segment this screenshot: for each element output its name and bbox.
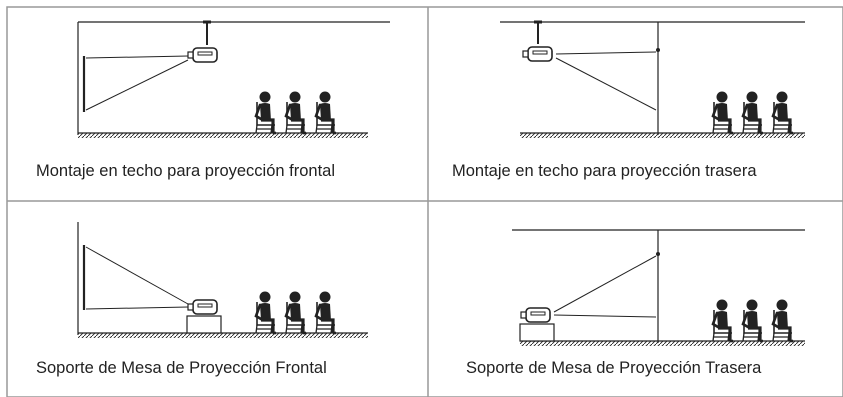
diagram-table-rear [512,229,805,346]
caption-table-rear: Soporte de Mesa de Proyección Trasera [466,359,762,377]
caption-ceiling-rear: Montaje en techo para proyección trasera [452,162,757,180]
audience-icon [256,292,336,334]
caption-ceiling-front: Montaje en techo para proyección frontal [36,162,336,180]
panel-grid-lines [6,6,843,397]
diagram-ceiling-rear [500,20,805,138]
caption-table-front: Soporte de Mesa de Proyección Frontal [36,359,327,377]
audience-icon [713,300,793,342]
diagram-table-front [77,222,368,338]
audience-icon [256,92,336,134]
audience-icon [713,92,793,134]
diagram-ceiling-front [77,20,390,138]
